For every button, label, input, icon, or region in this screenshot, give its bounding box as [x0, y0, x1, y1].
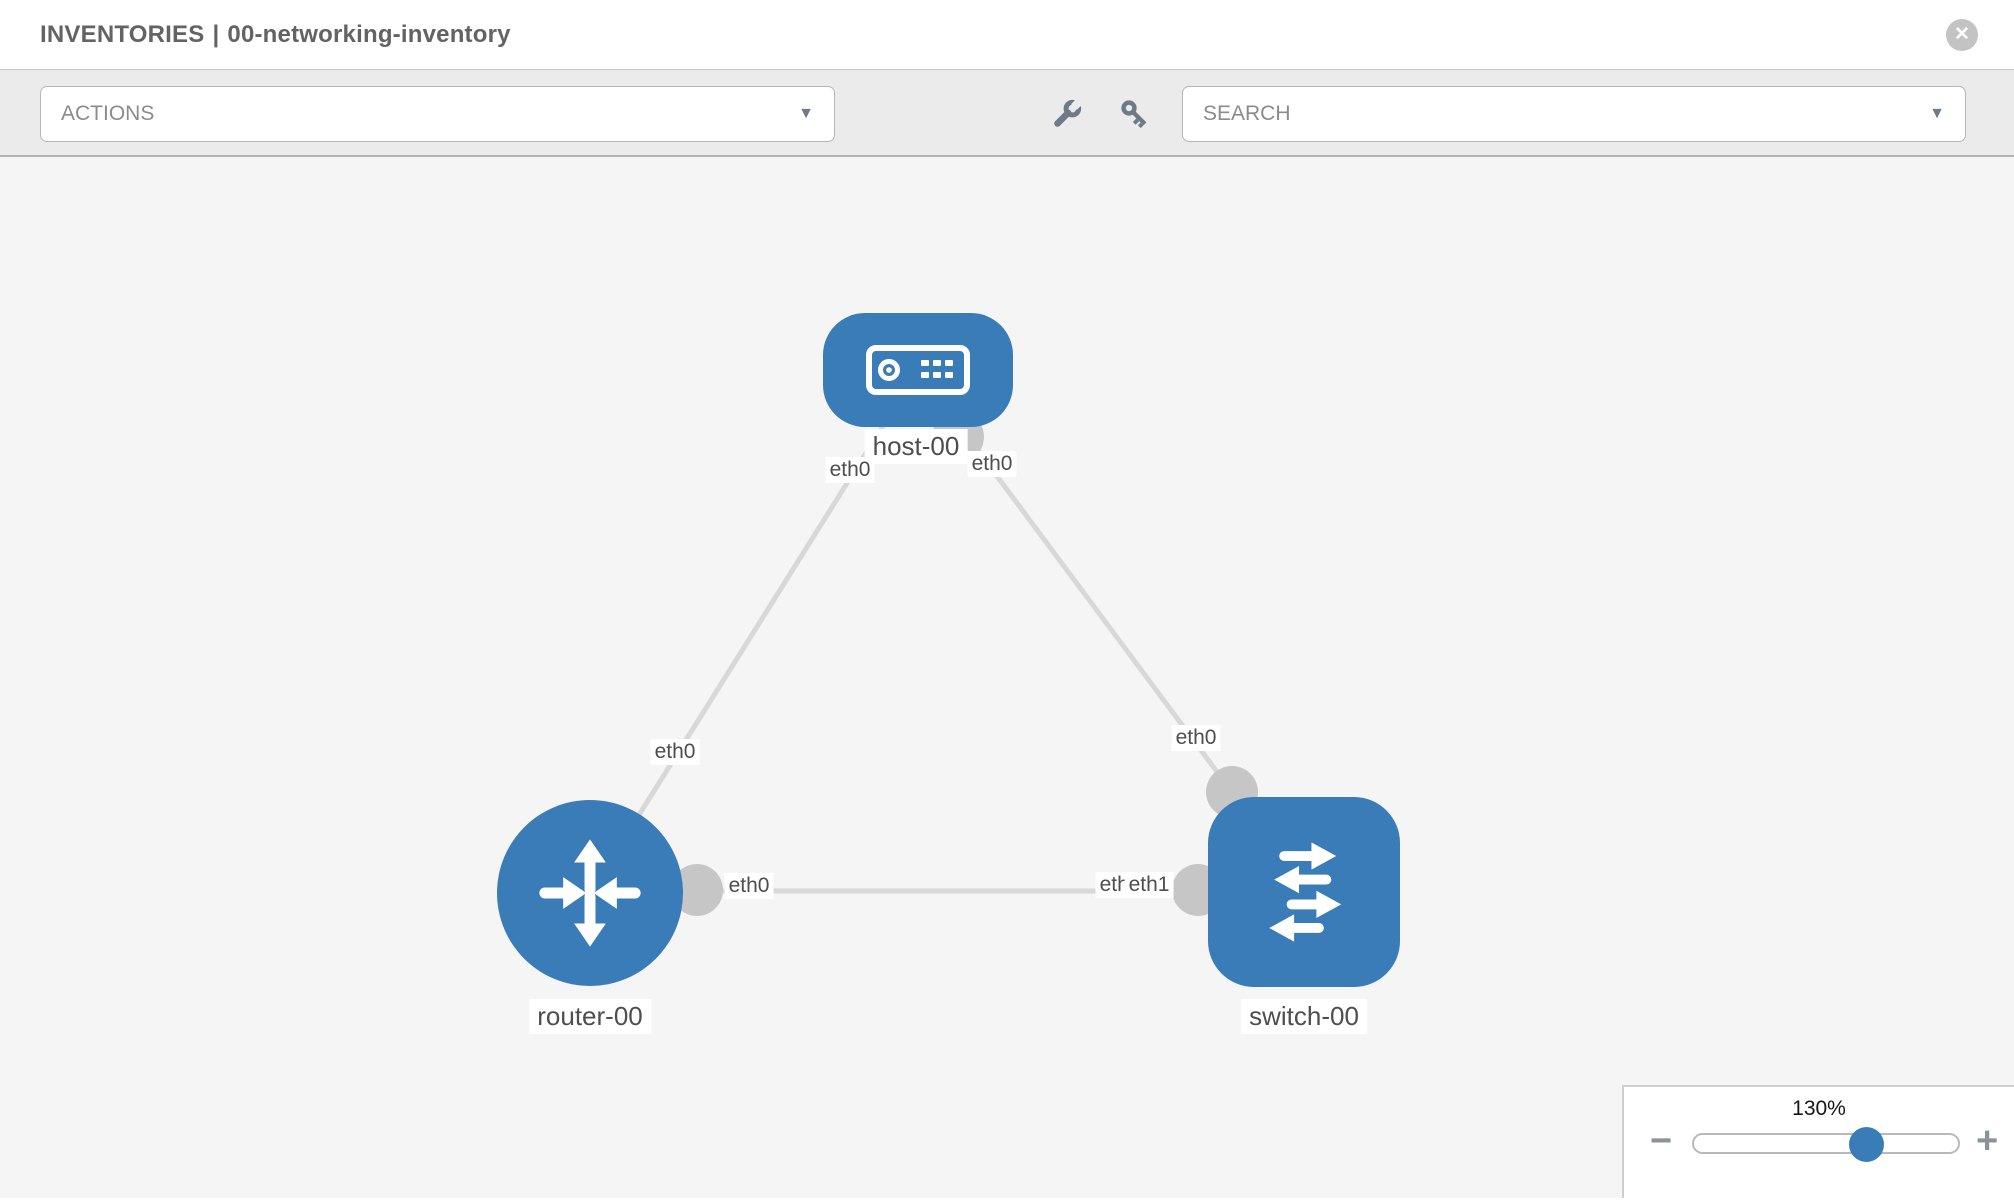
interface-label: eth0	[724, 873, 774, 899]
chevron-down-icon: ▼	[798, 105, 814, 122]
wrench-icon[interactable]	[1048, 97, 1084, 133]
breadcrumb-inventory-name: 00-networking-inventory	[227, 20, 511, 48]
zoom-level-value: 130%	[1792, 1097, 1846, 1120]
host-device-icon	[866, 345, 970, 395]
actions-dropdown[interactable]: ACTIONS ▼	[40, 86, 835, 142]
zoom-control-panel: 130% − +	[1622, 1085, 2014, 1198]
chevron-down-icon: ▼	[1929, 105, 1945, 122]
breadcrumb-section: INVENTORIES	[40, 20, 205, 48]
interface-connector-router[interactable]	[671, 864, 723, 916]
interface-label: eth0	[650, 739, 700, 765]
key-icon[interactable]	[1118, 97, 1154, 133]
actions-dropdown-label: ACTIONS	[61, 102, 155, 125]
search-placeholder: SEARCH	[1203, 102, 1291, 125]
zoom-slider-thumb[interactable]	[1849, 1127, 1884, 1162]
node-label-host[interactable]: host-00	[864, 429, 968, 464]
interface-label: eth1	[1124, 872, 1174, 898]
title-bar: INVENTORIES|00-networking-inventory ✕	[0, 0, 2014, 70]
node-label-switch[interactable]: switch-00	[1241, 999, 1367, 1034]
toolbar: ACTIONS ▼ SEARCH ▼	[0, 70, 2014, 157]
node-switch-00[interactable]	[1208, 797, 1400, 987]
topology-links-layer	[587, 368, 1258, 916]
page-title: INVENTORIES|00-networking-inventory	[40, 21, 511, 49]
close-icon[interactable]: ✕	[1946, 19, 1978, 51]
topology-canvas[interactable]: host-00 router-00 switch-00 eth0 eth0 et…	[0, 157, 2014, 1198]
zoom-out-button[interactable]: −	[1650, 1120, 1673, 1162]
node-label-router[interactable]: router-00	[529, 999, 651, 1034]
breadcrumb-separator: |	[212, 20, 220, 48]
router-device-icon	[539, 839, 641, 947]
interface-label: eth0	[825, 457, 875, 483]
interface-label: eth0	[1171, 725, 1221, 751]
interface-label: eth0	[967, 451, 1017, 477]
node-router-00[interactable]	[497, 800, 683, 986]
zoom-in-button[interactable]: +	[1976, 1120, 1999, 1162]
search-dropdown[interactable]: SEARCH ▼	[1182, 86, 1966, 142]
switch-device-icon	[1269, 842, 1342, 942]
zoom-slider[interactable]	[1692, 1127, 1960, 1162]
node-host-00[interactable]	[823, 313, 1013, 427]
